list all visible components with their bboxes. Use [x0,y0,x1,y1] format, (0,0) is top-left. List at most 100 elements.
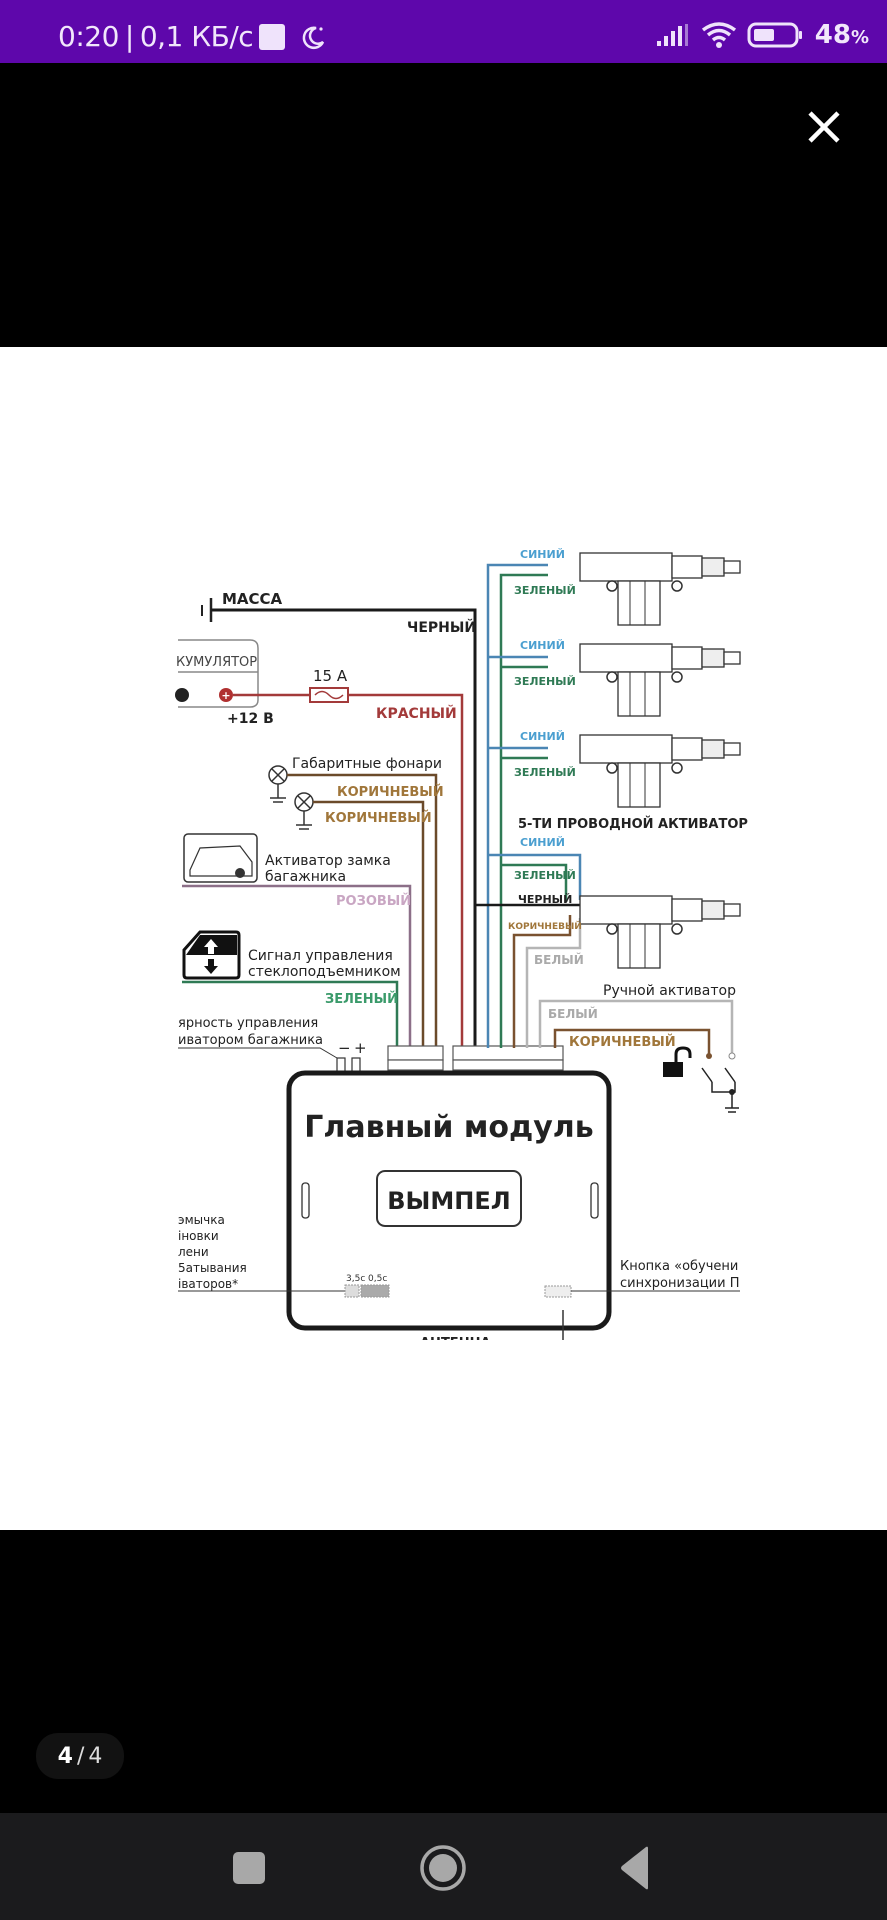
network-speed: 0,1 КБ/с [139,20,254,53]
five-wire-blue-label: СИНИЙ [520,836,565,849]
jumper-05-label: 0,5с [368,1274,387,1284]
brown-wire [313,800,425,1048]
clock: 0:20 [58,20,119,53]
navigation-bar [0,1813,887,1920]
actuator-green-label: ЗЕЛЕНЫЙ [514,675,576,688]
brown-wire [512,915,572,1048]
jumper-label: 5атывания [178,1261,247,1275]
five-wire-white-label: БЕЛЫЙ [534,952,584,967]
learn-button-label-1: Кнопка «обучени [620,1259,738,1274]
jumper-35 [344,1284,360,1298]
green-wire [499,573,548,1048]
ground-symbol [201,598,213,622]
black-wire-label: ЧЕРНЫЙ [407,619,476,636]
notification-square-icon [259,23,286,50]
wifi-icon [701,22,736,48]
window-signal-label-1: Сигнал управления [248,948,393,964]
door-lock-actuator [579,643,741,717]
five-wire-black-label: ЧЕРНЫЙ [518,893,572,906]
jumper-label: эмычка [178,1213,225,1227]
brown-wire-label: КОРИЧНЕВЫЙ [325,810,432,826]
learn-button [544,1285,572,1298]
black-wire [211,608,477,1048]
fuse-label: 15 А [313,667,348,685]
white-wire-label: БЕЛЫЙ [548,1006,598,1021]
jumper-35-label: 3,5с [346,1274,365,1284]
image-viewer[interactable]: МАССА ЧЕРНЫЙ КУМУЛЯТОР + +12 В 15 А КРАС… [0,347,887,1530]
lamp-icon [268,765,288,803]
page-total: 4 [88,1743,103,1769]
red-wire-label: КРАСНЫЙ [376,705,457,722]
brand-label: ВЫМПЕЛ [387,1187,510,1215]
white-wire [525,918,582,1048]
svg-text:+: + [221,689,230,702]
brown-wire [287,773,438,1048]
jumper-label: лени [178,1245,209,1259]
green-wire-label: ЗЕЛЕНЫЙ [325,991,398,1007]
viewer-header [0,63,887,347]
plus-label: + [354,1039,367,1057]
parking-lights-label: Габаритные фонари [292,756,442,772]
jumper-label: іваторов* [178,1277,238,1291]
window-signal-label-2: стеклоподъемником [248,964,401,980]
status-right: 48% [655,20,869,50]
five-wire-brown-label: КОРИЧНЕВЫЙ [508,920,582,932]
pink-wire [182,884,412,1048]
five-wire-title: 5-ТИ ПРОВОДНОЙ АКТИВАТОР [518,816,748,832]
actuator-blue-label: СИНИЙ [520,548,565,561]
polarity-label-1: ярность управления [178,1016,318,1031]
status-bar: 0:20 | 0,1 КБ/с 48% [0,0,887,63]
polarity-label-2: иватором багажника [178,1033,323,1048]
plus-12v-label: +12 В [227,711,274,727]
brand-box [376,1170,522,1227]
battery-box [178,639,259,708]
white-wire [538,999,734,1054]
switch-icon [701,1067,739,1113]
connector-8pin [452,1045,564,1071]
ground-label: МАССА [222,590,283,608]
pink-wire-label: РОЗОВЫЙ [336,893,411,909]
wiring-diagram: МАССА ЧЕРНЫЙ КУМУЛЯТОР + +12 В 15 А КРАС… [175,548,748,1370]
battery-minus-terminal [175,688,189,702]
connector-4pin [387,1045,444,1071]
back-button[interactable] [612,1843,662,1893]
actuator-green-label: ЗЕЛЕНЫЙ [514,766,576,779]
unlock-icon [663,1046,692,1077]
night-mode-icon [302,26,325,49]
page-separator: / [76,1743,85,1769]
battery-icon [747,22,802,48]
battery-plus-terminal [219,688,233,702]
home-button[interactable] [418,1843,468,1893]
trunk-actuator-label-1: Активатор замка [265,853,391,869]
red-wire [348,693,464,1048]
page-current: 4 [57,1743,73,1769]
polarity-jumper [336,1057,346,1073]
viewer-footer [0,1530,887,1813]
lamp-icon [294,792,314,830]
signal-icon [656,24,688,46]
battery-percent: 48% [814,20,869,50]
status-separator: | [124,20,134,53]
close-icon[interactable] [800,103,848,151]
status-left: 0:20 | 0,1 КБ/с [58,20,327,53]
door-lock-actuator [579,552,741,626]
trunk-actuator-label-2: багажника [265,869,346,885]
page-counter: 4 / 4 [36,1733,124,1779]
learn-button-label-2: синхронизации П [620,1276,739,1291]
brown-wire-label: КОРИЧНЕВЫЙ [337,784,444,800]
green-wire [182,980,399,1048]
jumper-05 [360,1284,390,1298]
main-module-title: Главный модуль [304,1110,594,1145]
polarity-jumper [351,1057,361,1073]
minus-label: − [338,1039,351,1057]
brown-wire [553,1028,711,1054]
window-lift-icon [182,930,241,980]
door-lock-actuator [579,734,741,808]
battery-label: КУМУЛЯТОР [176,655,257,670]
recents-button[interactable] [224,1843,274,1893]
actuator-green-label: ЗЕЛЕНЫЙ [514,584,576,597]
blue-wire [486,563,548,1048]
jumper-label: іновки [178,1229,219,1243]
brown-wire-label: КОРИЧНЕВЫЙ [569,1034,676,1050]
manual-actuator-label: Ручной активатор [603,983,736,999]
